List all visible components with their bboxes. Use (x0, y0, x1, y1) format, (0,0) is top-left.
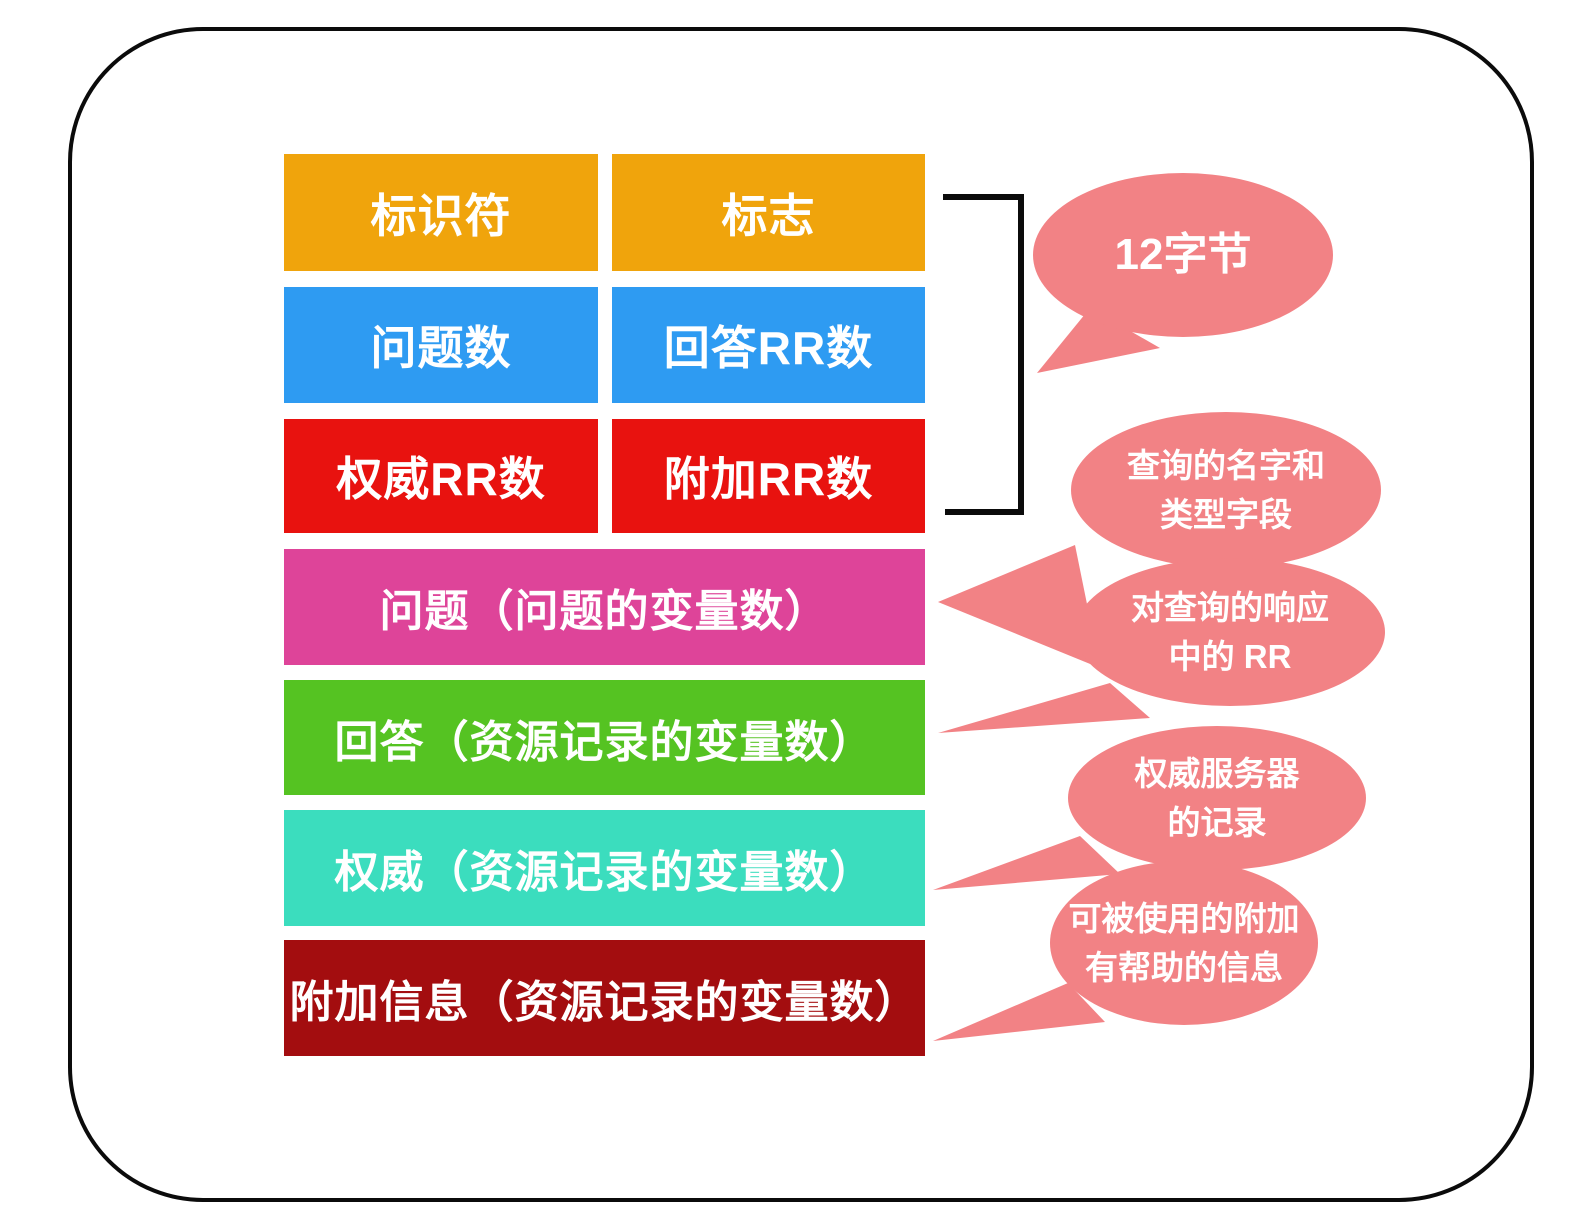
callout-additional-info-line2: 有帮助的信息 (1085, 949, 1283, 986)
callout-authority-records-line2: 的记录 (1167, 804, 1267, 841)
section-answer: 回答（资源记录的变量数） (284, 680, 925, 795)
field-flags: 标志 (612, 154, 925, 271)
callout-query-name-type: 查询的名字和 类型字段 (1071, 412, 1381, 568)
section-question: 问题（问题的变量数） (284, 549, 925, 665)
callout-additional-info: 可被使用的附加 有帮助的信息 (1050, 861, 1318, 1025)
callout-twelve-bytes-line1: 12字节 (1114, 230, 1252, 279)
callout-query-name-type-line1: 查询的名字和 (1127, 446, 1325, 484)
callout-response-rr: 对查询的响应 中的 RR (1075, 558, 1385, 706)
field-identifier: 标识符 (284, 154, 598, 271)
field-question-count: 问题数 (284, 287, 598, 403)
callout-response-rr-line2: 中的 RR (1168, 638, 1292, 675)
callout-query-name-type-line2: 类型字段 (1160, 496, 1292, 533)
section-authority: 权威（资源记录的变量数） (284, 810, 925, 926)
field-authority-rr-count: 权威RR数 (284, 419, 598, 533)
callout-authority-records: 权威服务器 的记录 (1068, 726, 1366, 870)
callout-response-rr-line1: 对查询的响应 (1131, 588, 1329, 626)
field-answer-rr-count: 回答RR数 (612, 287, 925, 403)
callout-authority-records-line1: 权威服务器 (1134, 754, 1300, 792)
callout-additional-info-line1: 可被使用的附加 (1068, 899, 1300, 937)
section-additional: 附加信息（资源记录的变量数） (284, 940, 925, 1056)
callout-twelve-bytes: 12字节 (1033, 173, 1333, 337)
field-additional-rr-count: 附加RR数 (612, 419, 925, 533)
